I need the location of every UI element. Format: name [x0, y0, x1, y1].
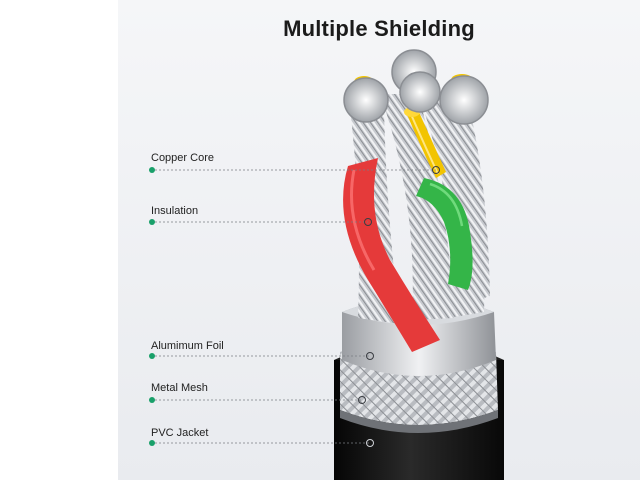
- diagram-title: Multiple Shielding: [283, 16, 475, 41]
- strand-end-faces: [343, 49, 489, 125]
- green-insulation-conductor: [416, 178, 473, 290]
- pvc-jacket-leader: [149, 439, 374, 447]
- metal-mesh-leader: [149, 396, 366, 404]
- insulation-leader: [149, 218, 372, 226]
- label-insulation: Insulation: [151, 205, 199, 217]
- label-pvc-jacket: PVC Jacket: [151, 427, 209, 439]
- aluminum-foil-leader: [149, 352, 374, 360]
- copper-core-leader: [149, 166, 440, 174]
- diagram-canvas: Multiple Shielding: [118, 0, 640, 480]
- label-aluminum-foil: Alumimum Foil: [151, 340, 224, 352]
- label-metal-mesh: Metal Mesh: [151, 382, 208, 394]
- cable-illustration: [149, 49, 504, 480]
- label-copper-core: Copper Core: [151, 152, 214, 164]
- red-insulation-conductor: [343, 158, 440, 352]
- callout-leaders: [149, 166, 440, 447]
